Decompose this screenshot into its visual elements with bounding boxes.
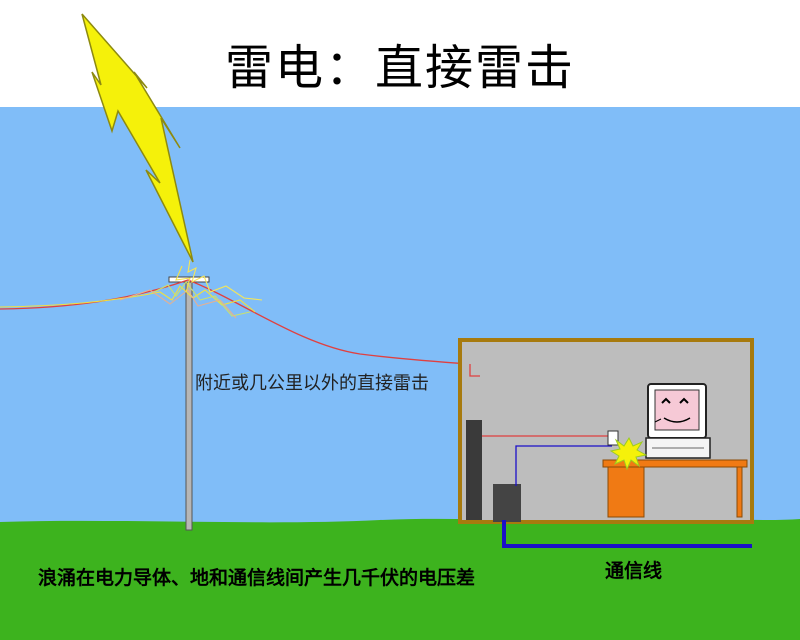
ground	[0, 518, 800, 640]
signal-line-indoor	[515, 445, 612, 486]
power-cabinet	[466, 420, 482, 520]
lightning-bolt-icon	[81, 13, 194, 263]
power-line	[0, 279, 471, 365]
surge-note: 浪涌在电力导体、地和通信线间产生几千伏的电压差	[38, 567, 476, 589]
surge-discharge	[0, 259, 263, 319]
page-title: 雷电：直接雷击	[224, 40, 575, 96]
modem-box	[493, 484, 521, 522]
comm-line-label: 通信线	[605, 560, 663, 582]
desk	[602, 459, 748, 518]
plug-icon	[607, 430, 619, 446]
communication-line	[502, 520, 752, 548]
computer-monitor-icon	[645, 383, 711, 459]
power-line-indoor	[469, 364, 608, 437]
strike-note: 附近或几公里以外的直接雷击	[195, 373, 429, 394]
spark-icon	[609, 436, 648, 471]
